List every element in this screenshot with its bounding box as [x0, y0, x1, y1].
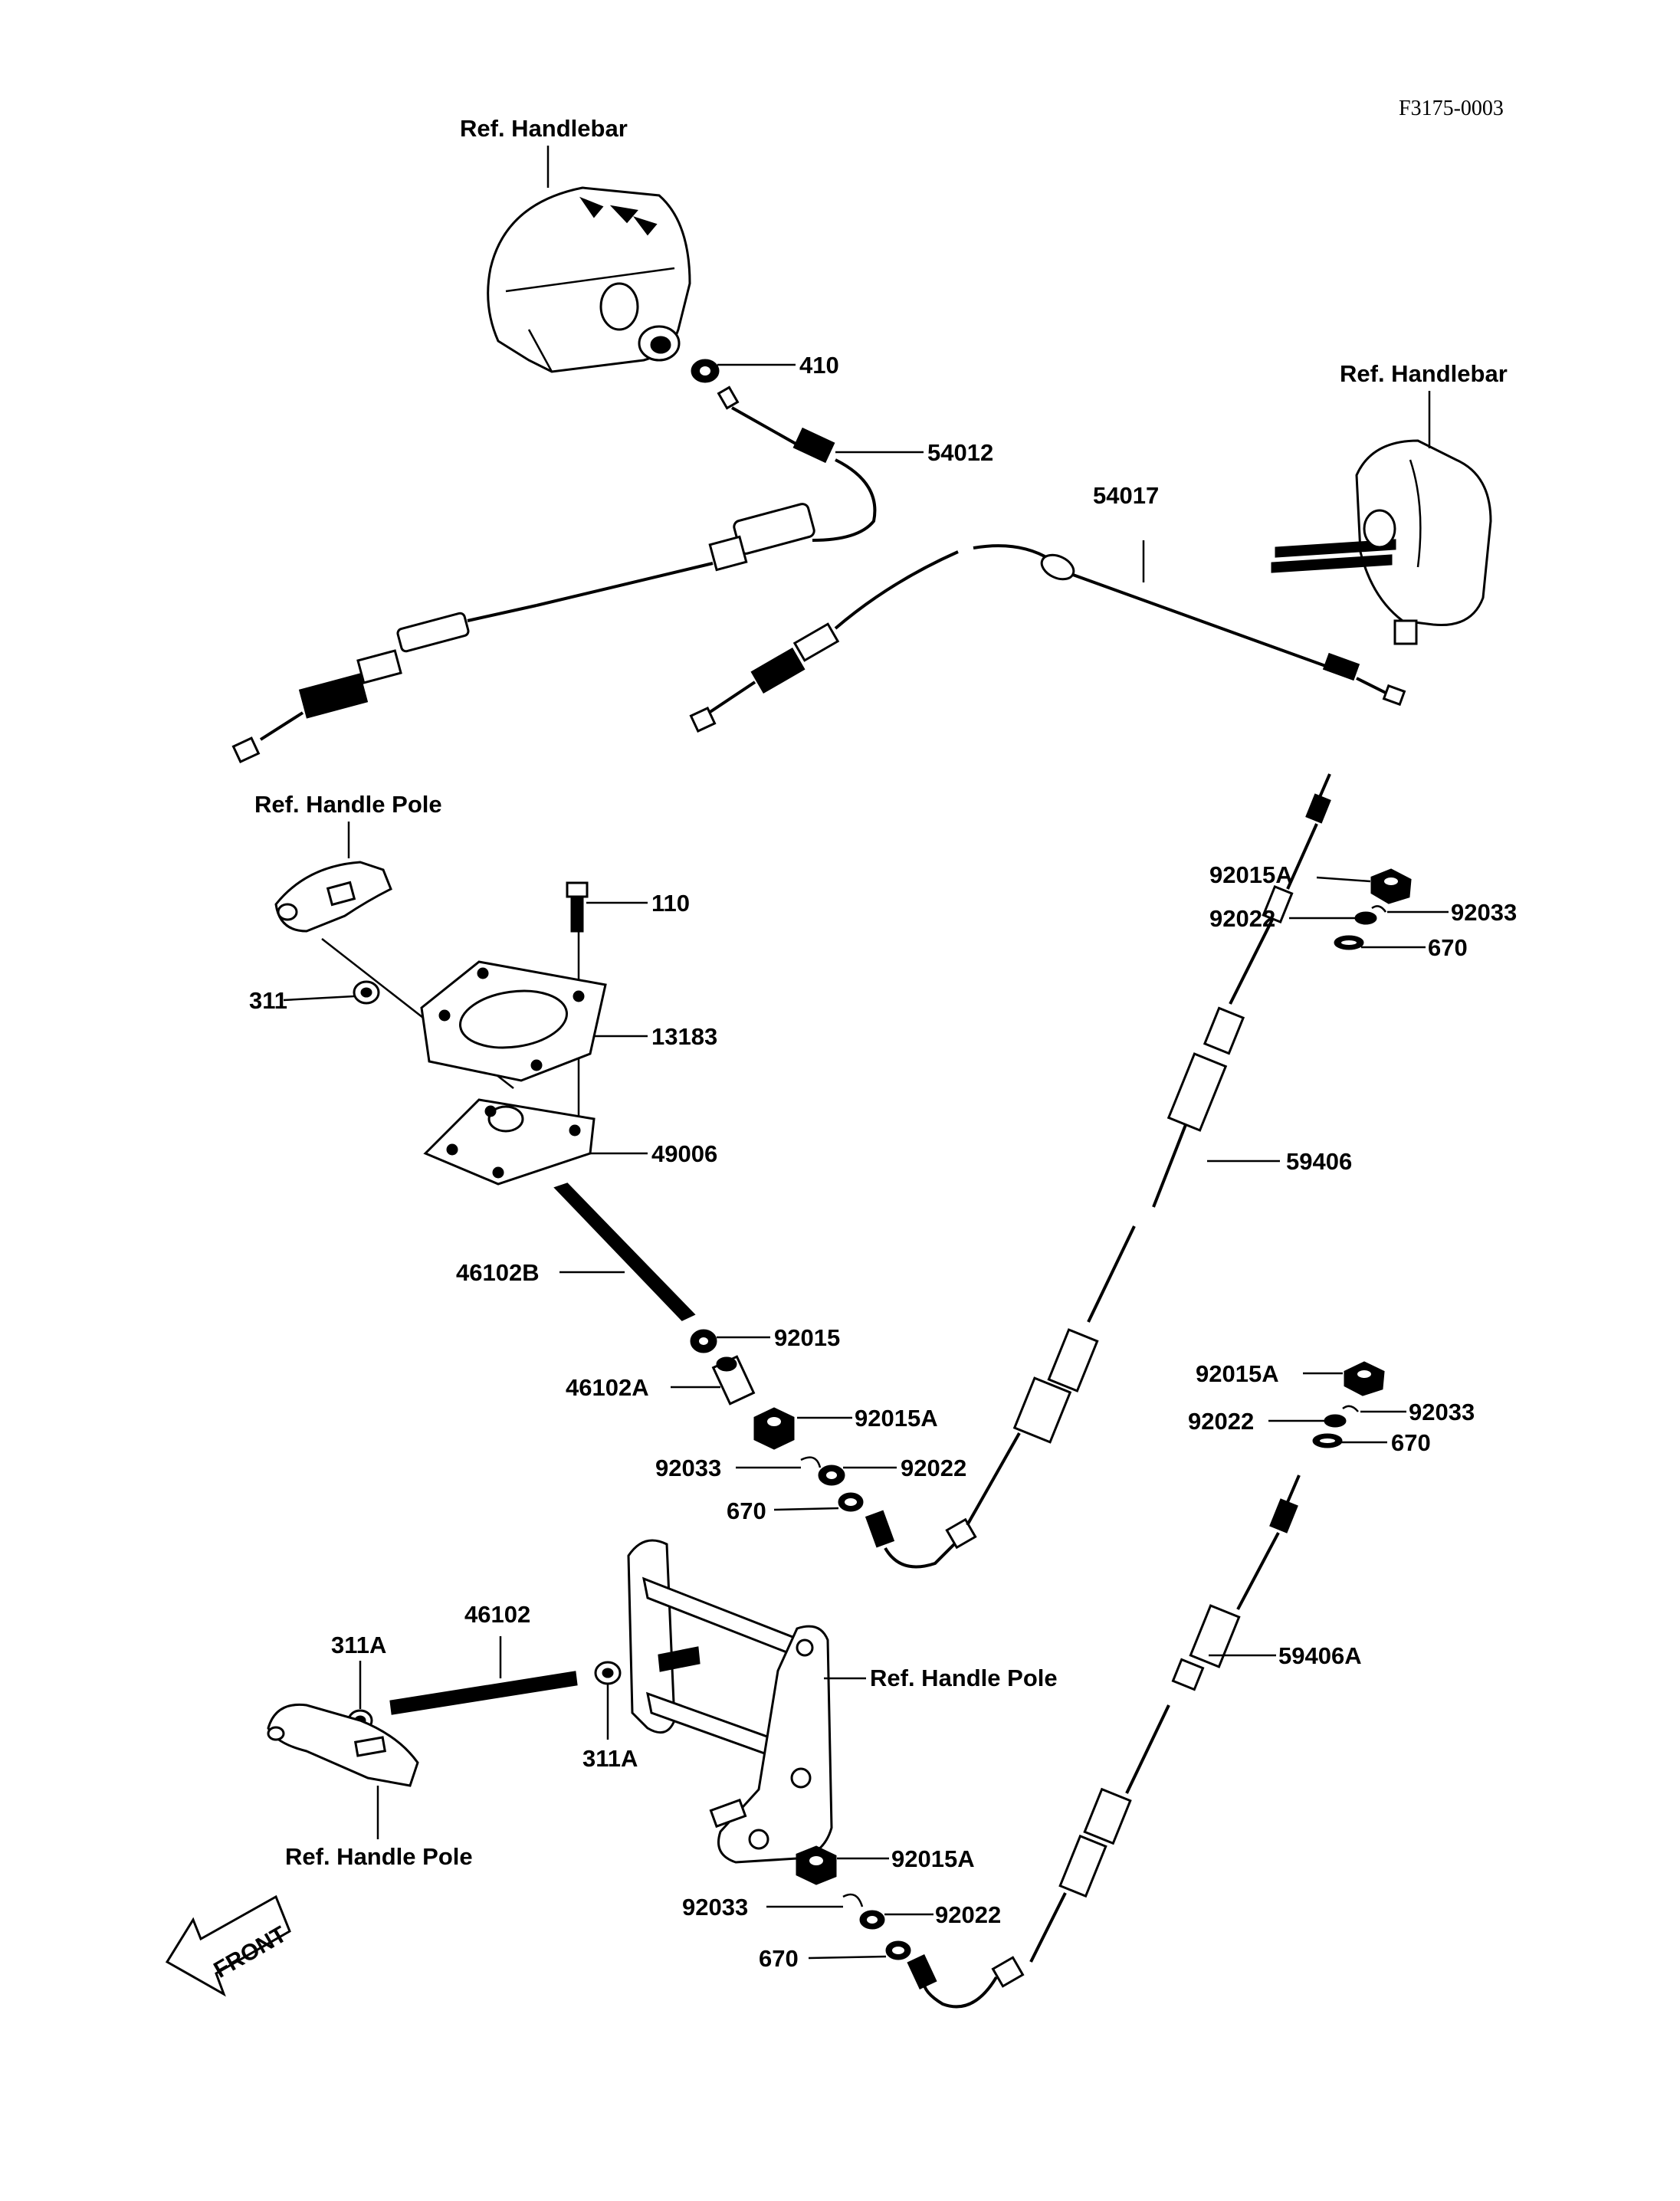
ref-handle-pole-bottom-label: Ref. Handle Pole — [285, 1843, 473, 1870]
cable-59406-shape — [865, 773, 1331, 1569]
label-46102: 46102 — [464, 1601, 530, 1628]
part-92022-r2-washer — [1324, 1414, 1347, 1428]
label-13183: 13183 — [651, 1023, 717, 1050]
label-92033-bot: 92033 — [682, 1894, 748, 1921]
part-92033-tr-clip — [1371, 905, 1387, 913]
cable-54012-shape — [231, 385, 877, 764]
part-410-shape — [691, 359, 720, 383]
part-92015-nut — [690, 1329, 717, 1353]
ref-handlebar-right-label: Ref. Handlebar — [1340, 360, 1508, 387]
label-311A-left: 311A — [331, 1632, 386, 1658]
part-110-bolt — [566, 881, 589, 933]
label-670-mid: 670 — [727, 1497, 766, 1524]
label-92033-r2: 92033 — [1409, 1399, 1475, 1425]
part-311-shape — [353, 980, 380, 1005]
part-46102B-rod — [553, 1183, 696, 1321]
handle-pole-bracket — [627, 1539, 833, 1864]
label-311A-right: 311A — [582, 1745, 638, 1772]
label-92015A-mid: 92015A — [855, 1405, 938, 1432]
leader-670-bot — [808, 1955, 887, 1960]
label-92022-bot: 92022 — [935, 1901, 1001, 1928]
label-49006: 49006 — [651, 1140, 717, 1167]
label-92022-r2: 92022 — [1188, 1408, 1254, 1435]
label-670-r2: 670 — [1391, 1429, 1431, 1456]
part-92022-tr-washer — [1354, 911, 1377, 925]
part-92015A-bot-nut — [796, 1845, 837, 1885]
label-92015A-bot: 92015A — [891, 1845, 975, 1872]
label-59406A: 59406A — [1278, 1642, 1362, 1669]
ref-handle-pole-bracket-label: Ref. Handle Pole — [870, 1665, 1058, 1691]
cable-54017-shape — [689, 544, 1406, 733]
label-54012: 54012 — [927, 439, 993, 466]
label-92022-tr: 92022 — [1209, 905, 1275, 932]
ref-handle-pole-top-label: Ref. Handle Pole — [254, 791, 442, 818]
part-49006-plate — [423, 1098, 596, 1186]
front-direction-arrow: FRONT — [165, 1894, 291, 1997]
label-92033-mid: 92033 — [655, 1455, 721, 1481]
label-92015A-r2: 92015A — [1196, 1360, 1279, 1387]
label-46102A: 46102A — [566, 1374, 649, 1401]
part-92033-mid-clip — [800, 1456, 822, 1468]
part-311A-right-nut — [594, 1661, 622, 1685]
label-54017: 54017 — [1093, 482, 1159, 509]
label-92022-mid: 92022 — [901, 1455, 966, 1481]
label-410: 410 — [799, 352, 839, 379]
part-46102-rod — [389, 1671, 578, 1715]
part-92033-r2-clip — [1342, 1405, 1359, 1412]
label-311: 311 — [249, 987, 287, 1014]
label-59406: 59406 — [1286, 1148, 1352, 1175]
part-92015A-tr-nut — [1370, 868, 1412, 904]
label-670-tr: 670 — [1428, 934, 1468, 961]
leader-670-mid — [773, 1507, 839, 1511]
leader-92015A-tr — [1316, 876, 1371, 883]
handlebar-housing-right — [1271, 439, 1492, 645]
ref-handlebar-left-label: Ref. Handlebar — [460, 115, 628, 142]
part-92033-bot-clip — [842, 1893, 864, 1907]
handle-pole-lever-bottom — [267, 1703, 419, 1787]
handlebar-housing-left — [487, 186, 691, 373]
label-110: 110 — [651, 890, 690, 917]
label-670-bot: 670 — [759, 1945, 799, 1972]
handle-pole-lever-top — [274, 861, 392, 933]
label-92015A-tr: 92015A — [1209, 861, 1293, 888]
diagram-code: F3175-0003 — [1399, 97, 1504, 120]
part-92015A-r2-nut — [1344, 1361, 1385, 1396]
label-46102B: 46102B — [456, 1259, 540, 1286]
part-13183-gasket — [420, 960, 607, 1082]
cable-59406A-shape — [907, 1474, 1301, 2009]
label-92015: 92015 — [774, 1324, 840, 1351]
label-92033-tr: 92033 — [1451, 899, 1517, 926]
leader-311 — [283, 995, 355, 1002]
part-46102A-coupler — [711, 1355, 756, 1406]
part-92015A-mid-nut — [753, 1407, 795, 1450]
